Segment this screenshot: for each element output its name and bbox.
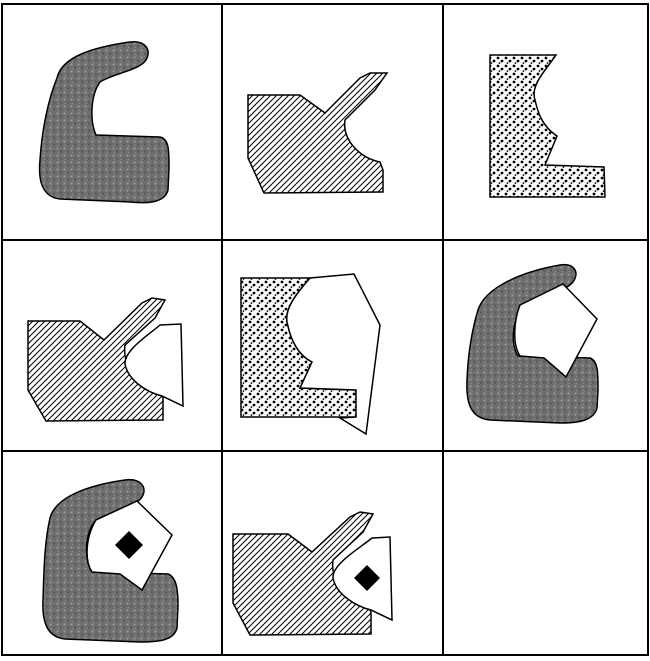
- cell-r3c1: [43, 480, 178, 642]
- cell-r1c2: [248, 73, 387, 193]
- hatched-block-shape: [248, 73, 387, 193]
- cell-r1c3: [490, 55, 605, 197]
- cell-r2c1: [28, 298, 183, 421]
- cell-r2c3: [467, 265, 598, 423]
- dark-hook-shape: [40, 42, 169, 203]
- cell-r3c2: [233, 512, 392, 635]
- cell-r2c2: [241, 274, 380, 434]
- dotted-bracket-shape: [490, 55, 605, 197]
- cell-r1c1: [40, 42, 169, 203]
